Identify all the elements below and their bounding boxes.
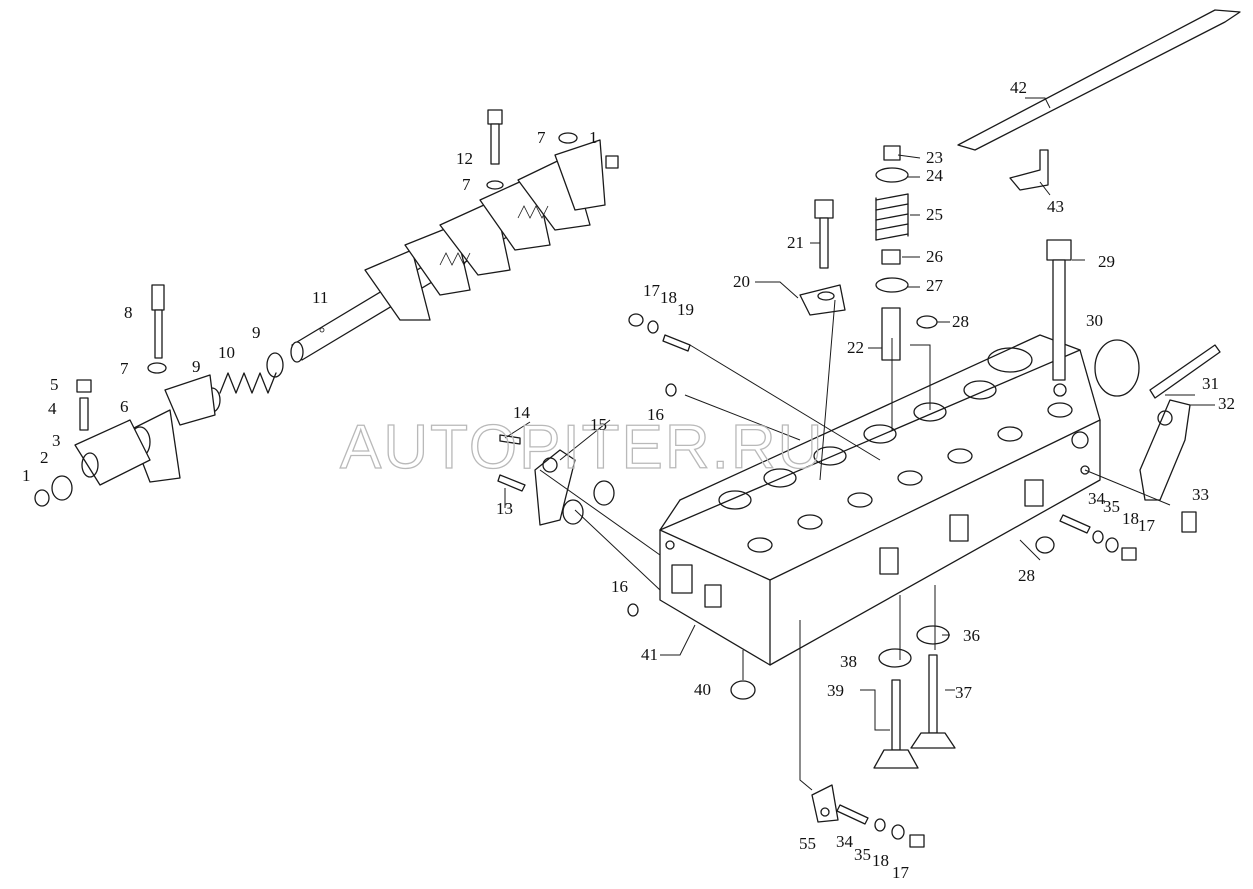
callout-label: 10: [218, 343, 235, 362]
callout-label: 34: [836, 832, 854, 851]
callout-label: 7: [120, 359, 129, 378]
leader-lines: [504, 97, 1215, 791]
callout-label: 9: [192, 357, 201, 376]
callout-labels: 1 2 3 4 5 6 7 8 7 9 10 11 9 12 7 7 1 13 …: [22, 78, 1235, 882]
callout-label: 40: [694, 680, 711, 699]
callout-label: 19: [677, 300, 694, 319]
callout-label: 17: [643, 281, 661, 300]
watermark-text: AUTOPITER.RU: [340, 413, 824, 482]
callout-label: 7: [462, 175, 471, 194]
callout-label: 1: [22, 466, 31, 485]
callout-label: 30: [1086, 311, 1103, 330]
cylinder-head: [659, 334, 1101, 666]
callout-label: 2: [40, 448, 49, 467]
callout-label: 43: [1047, 197, 1064, 216]
valve-train: [497, 9, 1241, 848]
rocker-shaft-assembly: [34, 109, 619, 507]
callout-label: 15: [590, 415, 607, 434]
callout-label: 5: [50, 375, 59, 394]
callout-label: 27: [926, 276, 944, 295]
callout-label: 31: [1202, 374, 1219, 393]
callout-label: 35: [854, 845, 871, 864]
callout-label: 41: [641, 645, 658, 664]
callout-label: 24: [926, 166, 944, 185]
callout-label: 28: [952, 312, 969, 331]
callout-label: 12: [456, 149, 473, 168]
callout-label: 14: [513, 403, 531, 422]
callout-label: 16: [647, 405, 664, 424]
callout-label: 11: [312, 288, 328, 307]
callout-label: 18: [1122, 509, 1139, 528]
callout-label: 23: [926, 148, 943, 167]
callout-label: 39: [827, 681, 844, 700]
callout-label: 6: [120, 397, 129, 416]
callout-label: 3: [52, 431, 61, 450]
callout-label: 37: [955, 683, 973, 702]
callout-label: 25: [926, 205, 943, 224]
callout-label: 26: [926, 247, 943, 266]
callout-label: 17: [1138, 516, 1156, 535]
callout-label: 32: [1218, 394, 1235, 413]
callout-label: 29: [1098, 252, 1115, 271]
callout-label: 13: [496, 499, 513, 518]
callout-label: 9: [252, 323, 261, 342]
callout-label: 22: [847, 338, 864, 357]
callout-label: 21: [787, 233, 804, 252]
callout-label: 20: [733, 272, 750, 291]
callout-label: 8: [124, 303, 133, 322]
callout-label: 28: [1018, 566, 1035, 585]
callout-label: 55: [799, 834, 816, 853]
callout-label: 18: [872, 851, 889, 870]
callout-label: 4: [48, 399, 57, 418]
callout-label: 34: [1088, 489, 1106, 508]
callout-label: 42: [1010, 78, 1027, 97]
callout-label: 38: [840, 652, 857, 671]
callout-label: 33: [1192, 485, 1209, 504]
callout-label: 1: [589, 128, 598, 147]
callout-label: 17: [892, 863, 910, 882]
callout-label: 7: [537, 128, 546, 147]
callout-label: 16: [611, 577, 628, 596]
callout-label: 18: [660, 288, 677, 307]
callout-label: 36: [963, 626, 980, 645]
callout-label: 35: [1103, 497, 1120, 516]
